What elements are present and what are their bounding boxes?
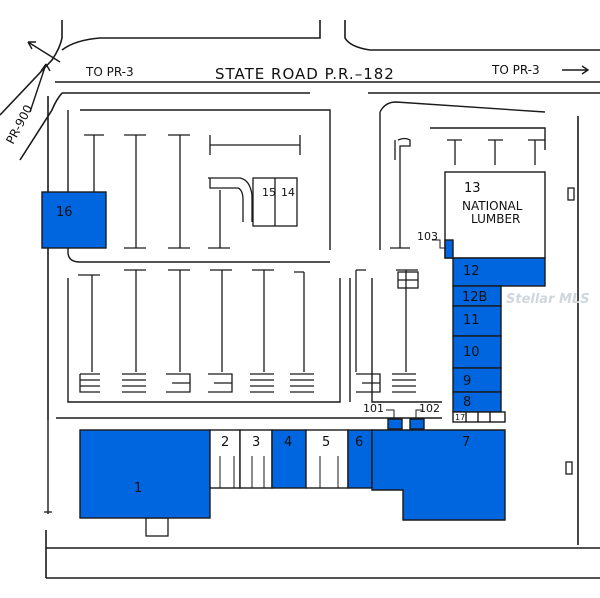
unit-10[interactable] [452,335,502,369]
unit-12[interactable] [452,257,546,287]
watermark: Stellar MLS [506,292,590,307]
unit-9[interactable] [452,367,502,393]
direction-right-label: TO PR-3 [491,63,540,77]
arrow-right [562,65,590,75]
unit-17-label: 17 [455,413,465,422]
unit-6-label: 6 [355,435,363,450]
unit-7-label: 7 [462,435,470,450]
direction-left-label: TO PR-3 [85,65,134,79]
unit-6[interactable] [347,429,373,489]
unit-8[interactable] [452,391,502,413]
road-edge-top-left [61,20,321,51]
unit-5-label: 5 [322,435,330,450]
unit-2-label: 2 [221,435,229,450]
unit-16-label: 16 [56,205,73,220]
unit-101[interactable] [387,418,403,430]
unit-102[interactable] [409,418,425,430]
unit-1-label: 1 [134,481,142,496]
buildings [41,171,546,521]
parking-lot-outline [47,101,546,514]
pr900-edge-right [19,92,63,161]
unit-3-label: 3 [252,435,260,450]
unit-14-label: 14 [281,186,295,199]
unit-101-label: 101 [363,402,384,415]
unit-11-label: 11 [463,313,480,328]
pr900-arrows [27,41,61,113]
unit-1[interactable] [79,429,211,519]
unit-7[interactable] [371,429,506,521]
unit-13-name-line2: LUMBER [471,212,520,226]
unit-103[interactable] [444,239,454,259]
unit-13-name-line1: NATIONAL [462,199,523,213]
road-name-label: STATE ROAD P.R.–182 [215,65,395,83]
unit-10-label: 10 [463,345,480,360]
leader-lines [386,239,445,419]
unit-4[interactable] [271,429,307,489]
roads [0,20,600,579]
road-edge-top-right [344,20,600,51]
unit-8-label: 8 [463,395,471,410]
unit-4-label: 4 [284,435,292,450]
unit-15-label: 15 [262,186,276,199]
unit-103-label: 103 [417,230,438,243]
unit-9-label: 9 [463,374,471,389]
parking-stalls-south [78,269,419,393]
unit-12b-label: 12B [462,290,487,305]
unit-13-label: 13 [464,181,481,196]
unit-17[interactable] [452,411,506,423]
pr900-edge-left [0,20,63,116]
unit-13-national-lumber[interactable] [444,171,546,259]
unit-11[interactable] [452,305,502,337]
unit-12-label: 12 [463,264,480,279]
unit-2[interactable] [209,429,241,489]
unit-102-label: 102 [419,402,440,415]
unit-16[interactable] [41,191,107,249]
side-road-label: PR-900 [3,102,35,146]
parking-stalls-north [84,134,545,249]
unit-3[interactable] [239,429,273,489]
